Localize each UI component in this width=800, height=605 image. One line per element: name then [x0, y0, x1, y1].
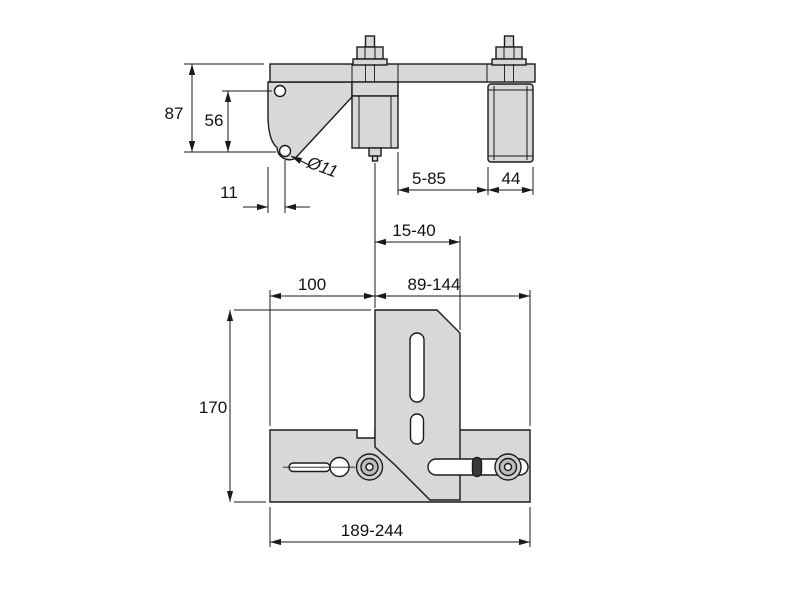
left-bracket-plate: [267, 81, 353, 161]
dim-89-144: [375, 290, 531, 426]
dim-5-85-label: 5-85: [412, 169, 446, 188]
upper-hole: [273, 84, 287, 98]
leader-dia11: [290, 155, 310, 166]
mounting-hole-obround: [409, 413, 425, 445]
right-roller: [487, 83, 534, 163]
dim-170: [226, 309, 371, 503]
mounting-bolt-right: [491, 35, 527, 82]
top-bar: [269, 63, 536, 83]
dim-15-40-label: 15-40: [392, 221, 435, 240]
clamp-bolt-right: [494, 453, 522, 481]
dimension-lines: [184, 63, 534, 547]
dim-56: [222, 90, 272, 152]
lower-hole: [278, 144, 292, 158]
dim-dia11-label: Ø11: [304, 153, 340, 182]
mounting-bolt-left: [352, 35, 388, 82]
dim-44-label: 44: [502, 169, 521, 188]
side-view: [267, 35, 536, 163]
dim-87: [184, 63, 276, 153]
dim-56-label: 56: [205, 111, 224, 130]
dim-15-40: [374, 163, 461, 330]
dim-89-144-label: 89-144: [408, 275, 461, 294]
spring-pin: [471, 456, 483, 478]
right-clamp-assembly: [427, 453, 529, 481]
middle-roller: [351, 81, 399, 162]
dim-170-label: 170: [199, 398, 227, 417]
adjustment-slot-vertical: [409, 332, 425, 403]
dim-11: [243, 160, 310, 213]
bracket-plate: [374, 309, 461, 501]
clamp-bolt-left: [355, 453, 384, 481]
plan-view: [269, 309, 531, 503]
dim-189-244-label: 189-244: [341, 521, 403, 540]
dim-100: [269, 290, 375, 426]
dimension-labels: 87 56 11 Ø11 5-85 44 15-40 100 89-144 17…: [165, 104, 521, 540]
dim-87-label: 87: [165, 104, 184, 123]
dim-11-label: 11: [220, 183, 238, 202]
dim-189-244: [269, 507, 531, 547]
left-clamp-assembly: [283, 453, 384, 481]
dim-44: [488, 167, 534, 195]
dim-100-label: 100: [298, 275, 326, 294]
